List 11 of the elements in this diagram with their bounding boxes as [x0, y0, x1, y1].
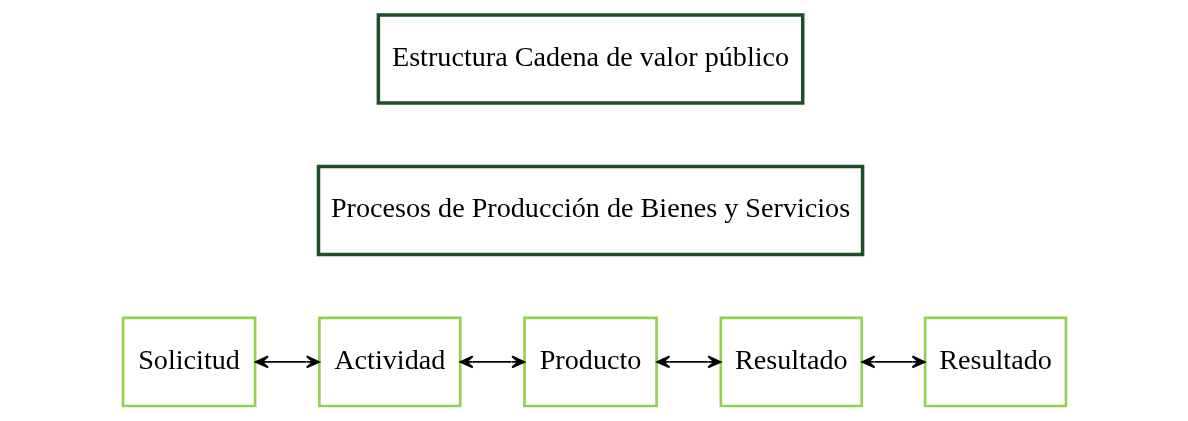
- node-box: Procesos de Producción de Bienes y Servicios: [316, 164, 864, 257]
- node-box: Resultado: [719, 316, 863, 408]
- arrow: [655, 355, 721, 369]
- node-box: Solicitud: [121, 316, 256, 408]
- arrow: [459, 355, 525, 369]
- node-box: Producto: [522, 316, 658, 408]
- node-box: Resultado: [923, 316, 1067, 408]
- node-box: Actividad: [317, 316, 462, 408]
- arrow: [860, 355, 926, 369]
- node-box: Estructura Cadena de valor público: [376, 13, 804, 105]
- arrow: [254, 355, 320, 369]
